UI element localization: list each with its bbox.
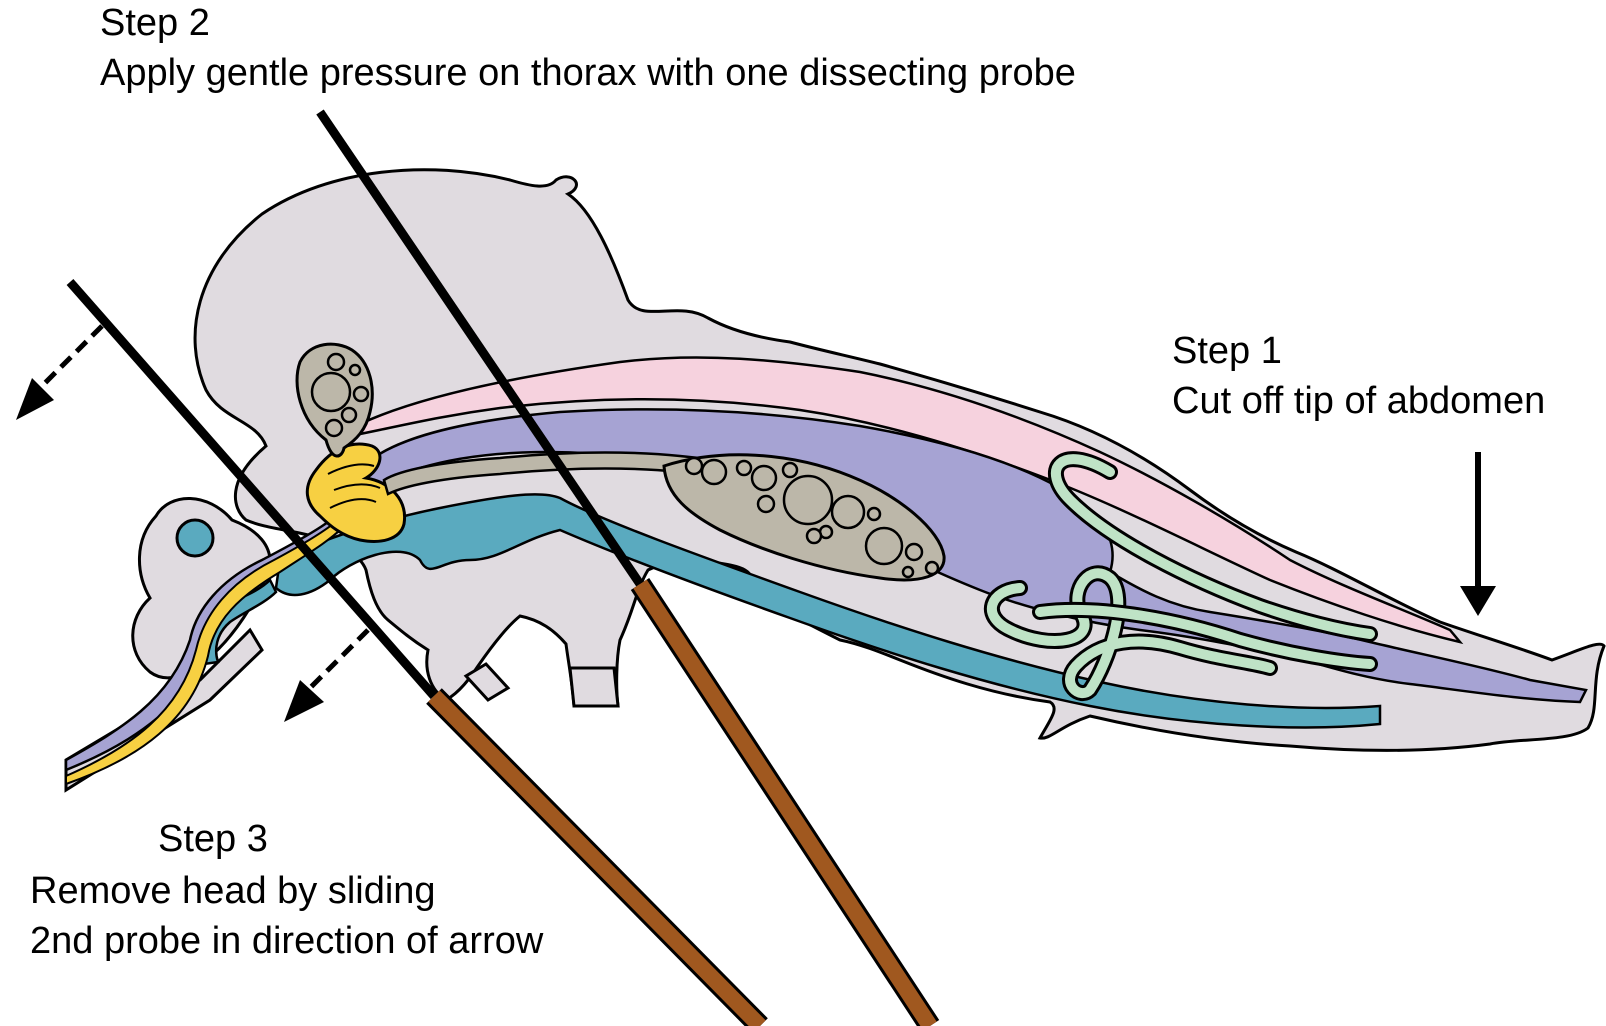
step-2-title: Step 2 (100, 2, 210, 44)
ovary-follicles (684, 456, 940, 579)
ventral-tissue (274, 493, 1382, 729)
dorsal-tissue (358, 356, 1464, 645)
probe-2-needle (66, 279, 438, 699)
probe-1-needle (316, 109, 644, 587)
step-1-description: Cut off tip of abdomen (1172, 380, 1546, 422)
step-3-arrow-upper (16, 324, 104, 420)
eye-spot (175, 518, 215, 558)
probe-2 (66, 279, 768, 1026)
step-3-title: Step 3 (158, 818, 268, 860)
step-3-arrow-lower (284, 628, 370, 722)
probe-1 (316, 109, 940, 1026)
step-1-arrow (1460, 452, 1496, 616)
salivary-gland-lobes (327, 463, 381, 509)
step-3-description-line-2: 2nd probe in direction of arrow (30, 920, 544, 962)
step-2-description: Apply gentle pressure on thorax with one… (100, 52, 1076, 94)
malpighian-tubules (983, 451, 1378, 701)
leg-stub-2 (568, 666, 620, 708)
probe-2-handle (428, 690, 766, 1026)
step-3-description-line-1: Remove head by sliding (30, 870, 436, 912)
leg-stub-1 (463, 662, 511, 702)
step-1-title: Step 1 (1172, 330, 1282, 372)
head-sac-vesicles (310, 352, 370, 438)
salivary-gland (305, 442, 407, 543)
probe-1-handle (633, 579, 937, 1026)
